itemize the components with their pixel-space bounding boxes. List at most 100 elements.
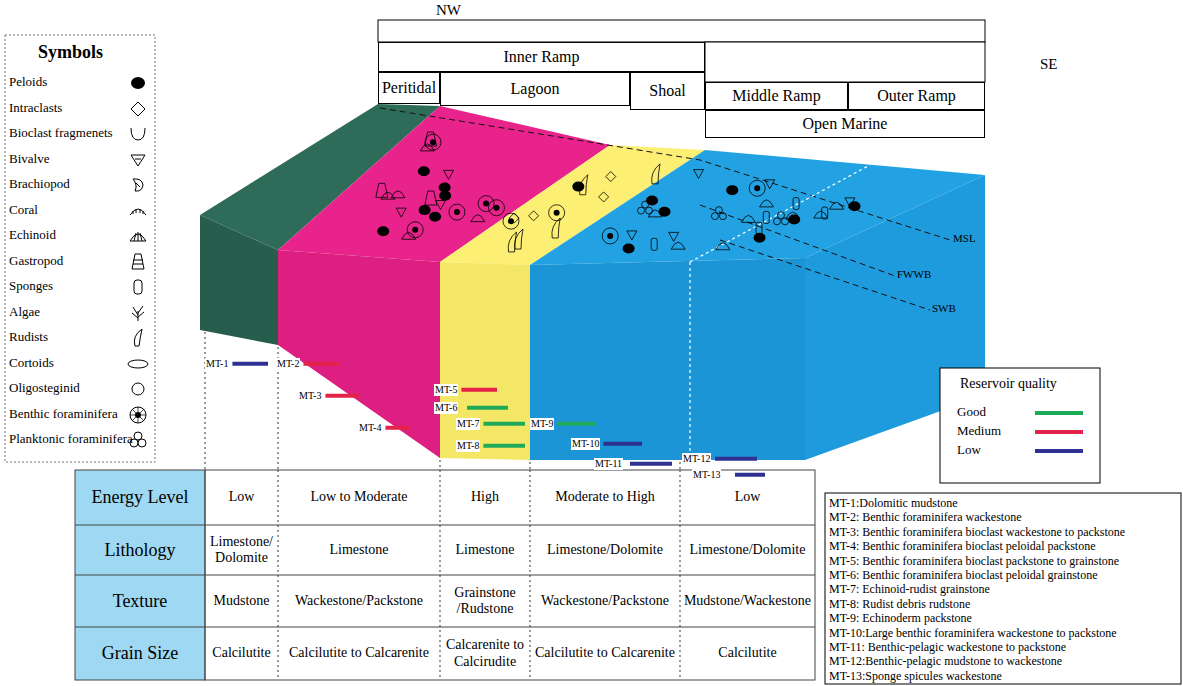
legend-symbol [126, 277, 150, 297]
legend-text: Planktonic foraminifera [9, 432, 133, 447]
legend-text: Cortoids [9, 356, 54, 371]
bivalve [627, 231, 637, 240]
label-text: Wackestone/Packstone [533, 593, 677, 609]
legend-text: Bioclast fragmenets [9, 126, 113, 141]
bivalve [444, 170, 454, 179]
zone-header-box: Shoal [630, 72, 705, 110]
reservoir-bars [232, 362, 765, 477]
bivalve [765, 180, 775, 189]
label-text: Calcilutite [208, 645, 275, 661]
foram [607, 233, 613, 239]
label-text: Grainstone /Rudstone [443, 585, 527, 617]
legend-symbol [126, 354, 150, 374]
echinoid [671, 242, 685, 249]
reservoir-bar [467, 406, 508, 410]
sponge [756, 222, 762, 234]
reservoir-bar [232, 362, 268, 366]
label-text: MT-13 [692, 469, 721, 481]
sponge [651, 238, 657, 250]
label-text: MT-9 [530, 418, 554, 430]
label-text: Calcilutite to Calcarenite [281, 645, 437, 661]
symbols-box [5, 35, 155, 462]
foram [412, 227, 418, 233]
label-text: MT-11 [594, 458, 623, 470]
rudist [552, 218, 560, 238]
intraclast [509, 213, 519, 223]
echinoid [814, 211, 828, 218]
legend-text: Gastropod [9, 254, 63, 269]
foram [407, 222, 423, 238]
legend-symbol [126, 150, 150, 170]
reservoir-bar [735, 473, 765, 477]
bivalve [396, 208, 406, 217]
label-text: MT-13:Sponge spicules wackestone [829, 670, 1002, 684]
zone-name: Middle Ramp [732, 87, 820, 105]
sponge [793, 198, 799, 210]
label-text: Calcilutite [683, 645, 812, 661]
foram [602, 228, 618, 244]
label-text: MT-10:Large benthic foraminifera wackest… [829, 627, 1117, 641]
peloid [377, 226, 389, 236]
header-band [378, 20, 985, 42]
foram [503, 213, 519, 229]
foram [478, 196, 494, 212]
quality-legend-box [940, 368, 1100, 483]
zone-header-box: Inner Ramp [378, 42, 705, 72]
label-text: MT-2 [276, 358, 300, 370]
intraclast [529, 211, 539, 221]
legend-text: Good [957, 405, 986, 420]
legend-symbol [126, 328, 150, 348]
peloid [848, 201, 860, 211]
reservoir-bar [325, 394, 360, 398]
sponge [822, 207, 828, 219]
foram [493, 205, 499, 211]
legend-swatch [1035, 430, 1083, 434]
planktonic [715, 207, 722, 214]
legend-symbol [126, 252, 150, 272]
label-text: MT-8 [456, 440, 480, 452]
reservoir-bar [630, 462, 672, 466]
legend-text: Echinoid [9, 228, 56, 243]
label-text: Reservoir quality [960, 376, 1057, 392]
legend-text: Peloids [9, 75, 47, 90]
rudist [579, 175, 587, 195]
legend-text: Rudists [9, 330, 48, 345]
label-text: Energy Level [78, 487, 202, 508]
label-text: Moderate to High [533, 489, 677, 505]
legend-swatch [1035, 411, 1083, 415]
foram [554, 210, 560, 216]
zone-header-box: Lagoon [440, 72, 630, 106]
lagoon-front [278, 250, 440, 458]
sponge [763, 211, 769, 223]
label-text: Limestone [443, 542, 527, 558]
rudist [652, 164, 660, 184]
foram [754, 185, 760, 191]
label-text: Mudstone/Wackestone [683, 593, 812, 609]
zone-header-box: Open Marine [705, 110, 985, 138]
label-text: MT-6: Benthic foraminifera bioclast pelo… [829, 569, 1097, 583]
zone-name: Peritidal [382, 79, 436, 97]
echinoid [381, 192, 395, 199]
intraclast [606, 172, 616, 182]
legend-text: Medium [957, 424, 1001, 439]
zone-header-box: Middle Ramp [705, 82, 848, 110]
label-text: MT-1:Dolomitic mudstone [829, 497, 958, 511]
legend-text: Brachiopod [9, 177, 70, 192]
label-text: MSL [953, 232, 976, 245]
legend-text: Oligosteginid [9, 381, 80, 396]
label-text: MT-5 [434, 384, 458, 396]
label-text: Lithology [78, 540, 202, 561]
label-text: MT-6 [434, 402, 458, 414]
label-text: MT-4: Benthic foraminifera bioclast pelo… [829, 540, 1095, 554]
peloid [726, 185, 738, 195]
echinoid [471, 215, 485, 222]
label-text: MT-5: Benthic foraminifera bioclast pack… [829, 555, 1119, 569]
legend-symbol [126, 379, 150, 399]
legend-text: Low [957, 443, 981, 458]
label-text: Calcarenite to Calcirudite [443, 637, 527, 669]
legend-symbol [126, 124, 150, 144]
label-text: MT-2: Benthic foraminifera wackestone [829, 511, 1022, 525]
label-text: Texture [78, 591, 202, 612]
legend-text: Bivalve [9, 152, 49, 167]
foram [454, 209, 460, 215]
